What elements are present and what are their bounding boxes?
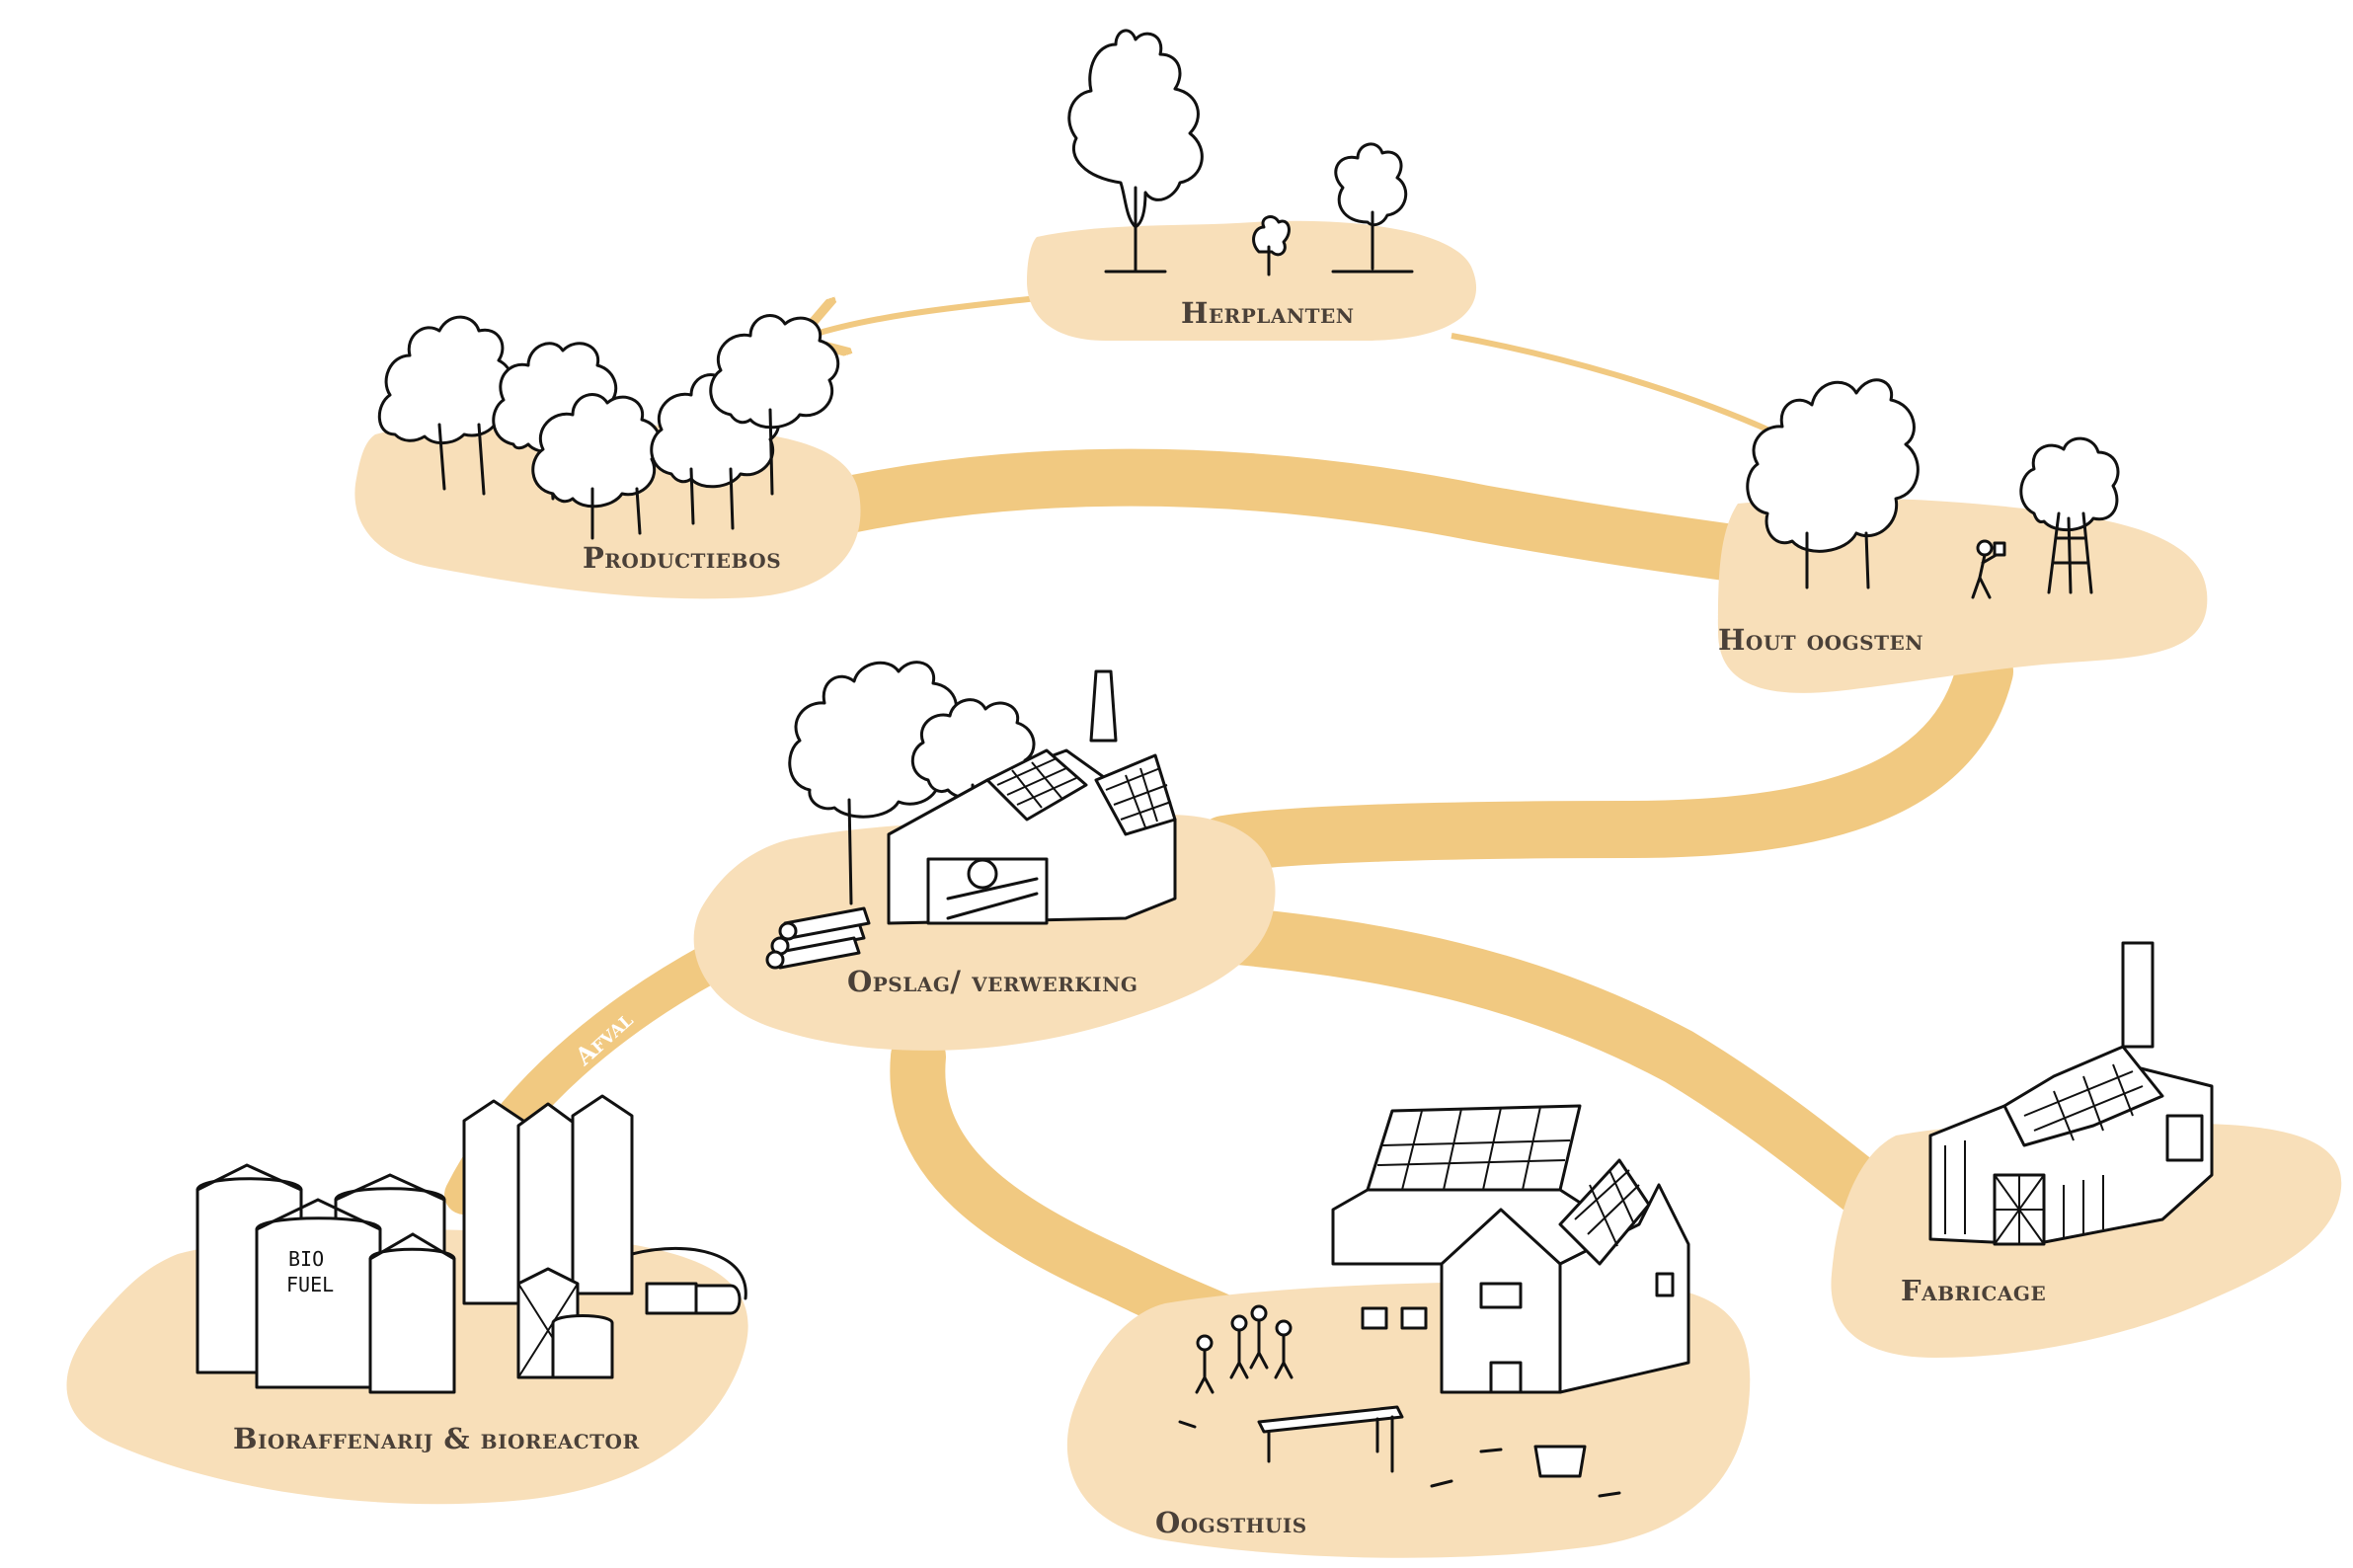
flow-herplanten-productiebos-arrow: [810, 295, 1038, 336]
bioraffenarij-silos-illustration: BIO FUEL: [196, 1094, 747, 1394]
herplanten-trees-illustration: [1067, 29, 1414, 276]
label-oogsthuis: Oogsthuis: [1155, 1506, 1307, 1539]
opslag-verwerking-illustration: [765, 661, 1177, 970]
flow-opslag-oogsthuis: [890, 1029, 1252, 1351]
label-hout-oogsten: Hout oogsten: [1718, 623, 1923, 657]
flow-herplanten-hout-oogsten: [1451, 333, 1769, 432]
label-fabricage: Fabricage: [1901, 1274, 2046, 1307]
fabricage-factory-illustration: [1928, 941, 2214, 1246]
flow-opslag-fabricage: [1176, 904, 1924, 1243]
hout-oogsten-illustration: [1746, 378, 2120, 599]
log-pile-icon: [765, 906, 871, 970]
productiebos-forest-illustration: [377, 314, 840, 540]
people-group-icon: [1195, 1304, 1294, 1394]
label-herplanten: Herplanten: [1181, 296, 1355, 330]
label-opslag-verwerking: Opslag/ verwerking: [847, 965, 1137, 998]
flow-productiebos-hout-oogsten: [742, 448, 1796, 587]
silo-bio-label: BIO: [288, 1247, 324, 1271]
label-productiebos: Productiebos: [583, 541, 781, 575]
oogsthuis-house-illustration: [1178, 1104, 1690, 1498]
flow-hout-oogsten-opslag: [1196, 643, 2013, 873]
blob-herplanten: [1027, 220, 1477, 341]
flow-paths: [444, 295, 2013, 1351]
silo-fuel-label: FUEL: [286, 1273, 334, 1296]
label-bioraffenarij: Bioraffenarij & bioreactor: [233, 1422, 640, 1455]
